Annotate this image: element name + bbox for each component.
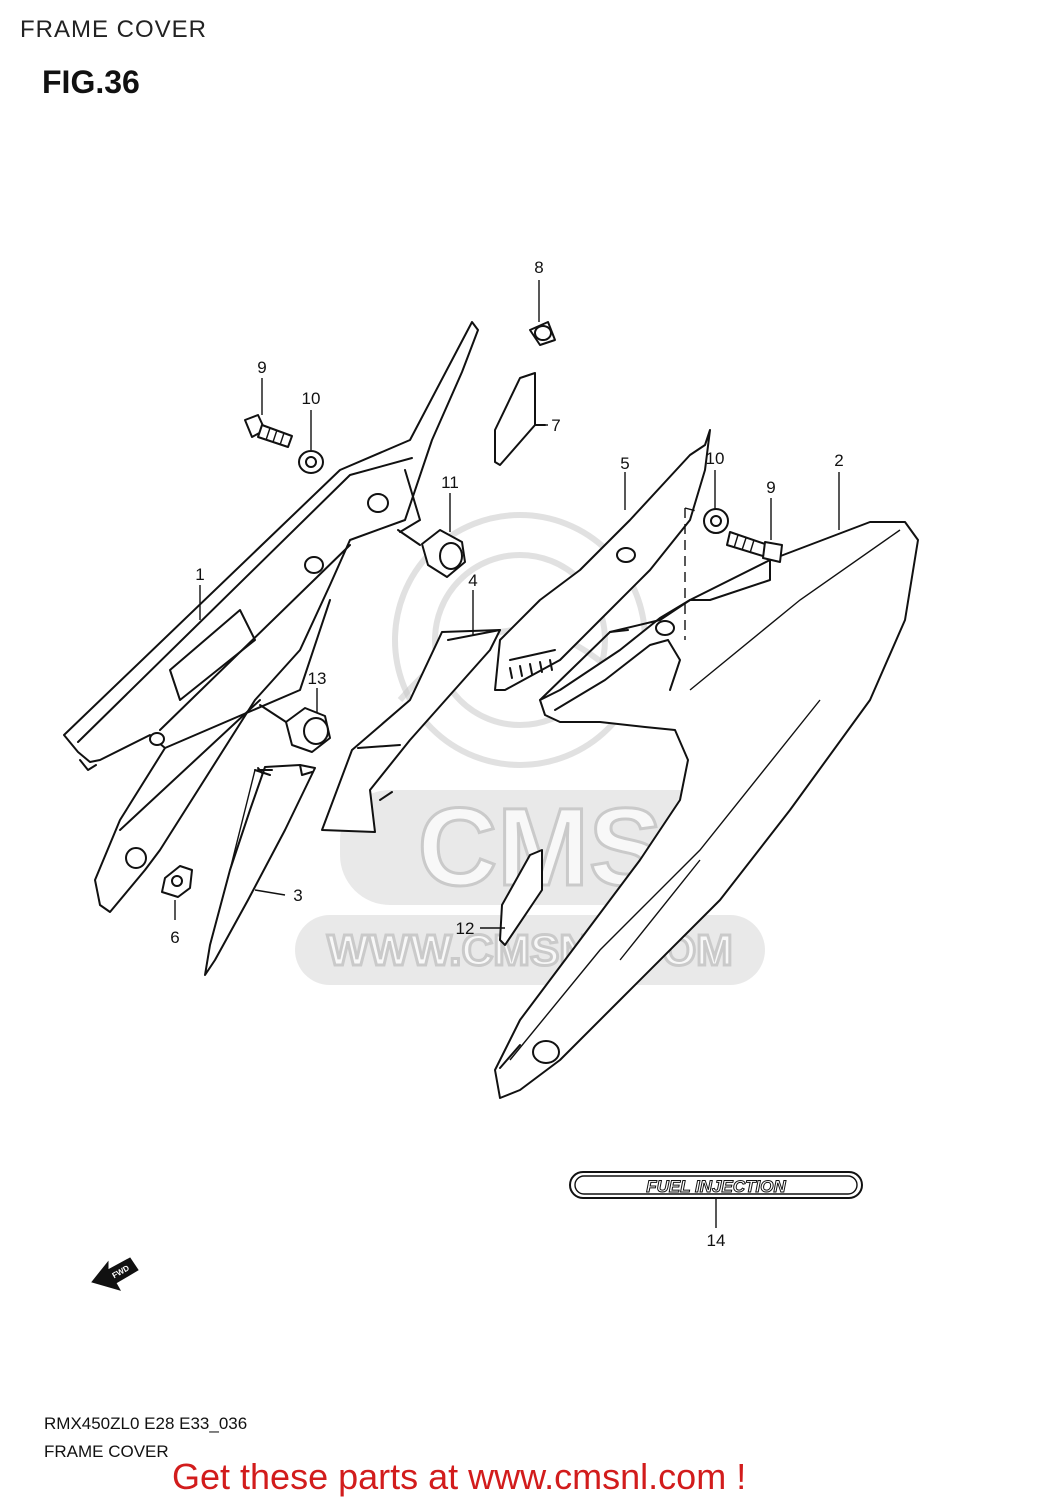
part-label-9-right: 9 [766,478,775,497]
part-label-11: 11 [441,473,459,492]
part-label-10-left: 10 [302,389,321,408]
part-9-bolt-right [726,531,783,563]
part-2-side-cover [494,521,919,1099]
part-10-washer-right [703,508,729,534]
part-label-3: 3 [293,886,302,905]
part-8-grommet [529,321,556,346]
part-7-small-pad [494,372,546,466]
part-12-pad [499,849,543,946]
part-3-inner-guard [204,764,316,976]
part-label-14: 14 [707,1231,726,1250]
forward-arrow-icon: FWD [91,1257,139,1291]
part-11-cushion [421,529,466,578]
leader-lines [174,280,840,1228]
part-label-9-left: 9 [257,358,266,377]
page-title: FRAME COVER [20,16,208,43]
part-label-13: 13 [308,669,327,688]
part-label-6: 6 [170,928,179,947]
model-code: RMX450ZL0 E28 E33_036 [44,1414,248,1433]
part-14-fuel-injection-decal: FUEL INJECTION [569,1171,863,1199]
part-label-4: 4 [468,571,477,590]
part-number-labels: 1 2 3 4 5 6 7 8 9 9 10 10 11 12 13 14 [170,258,843,1250]
part-label-10-right: 10 [706,449,725,468]
figure-label: FIG.36 [42,64,140,100]
part-1-frame-cover-bracket [63,321,479,913]
part-label-8: 8 [534,258,543,277]
part-10-washer-left [298,450,324,474]
part-13-cushion [285,707,331,753]
part-4-pad-sheet [321,629,501,833]
part-label-1: 1 [195,565,204,584]
part-label-5: 5 [620,454,629,473]
part-5-upper-cover [494,429,711,691]
cta-link[interactable]: Get these parts at www.cmsnl.com ! [172,1456,747,1497]
part-label-7: 7 [551,416,560,435]
footer-title: FRAME COVER [44,1442,169,1461]
part-6-clip [161,865,193,898]
part-label-2: 2 [834,451,843,470]
part-label-12: 12 [456,919,475,938]
decal-text: FUEL INJECTION [646,1177,786,1196]
part-9-bolt-left [244,414,293,448]
